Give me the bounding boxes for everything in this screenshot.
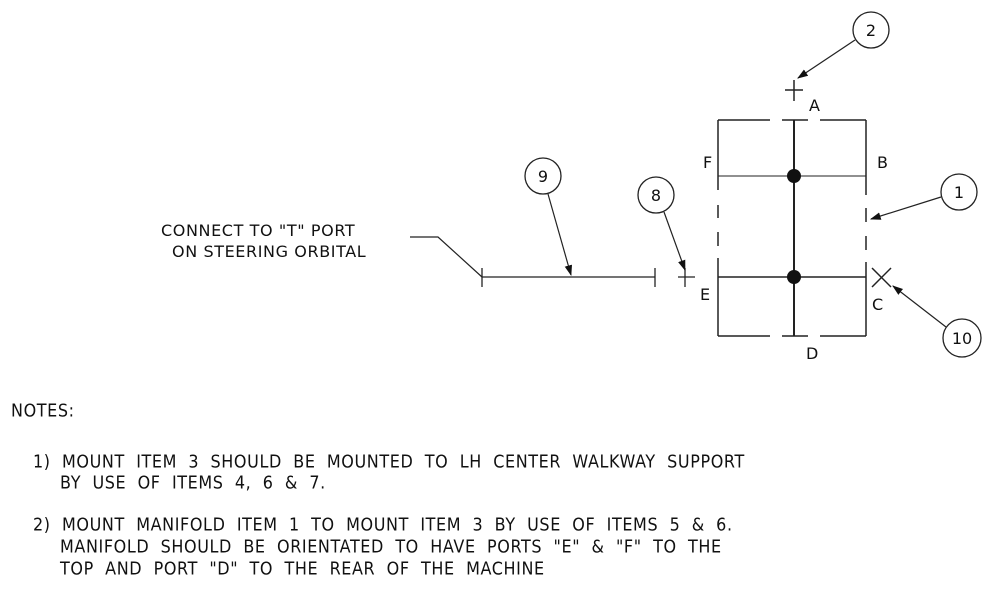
callout-line-2: ON STEERING ORBITAL xyxy=(172,242,366,261)
port-a-fitting xyxy=(785,80,803,101)
connect-callout-leader xyxy=(410,236,483,278)
leader-balloon-10 xyxy=(892,285,947,328)
svg-text:8: 8 xyxy=(651,186,661,205)
leader-balloon-2 xyxy=(797,39,856,79)
hose-line xyxy=(481,268,656,287)
passage-node-lower xyxy=(787,270,801,284)
adapter-fitting xyxy=(678,268,695,287)
balloon-1: 1 xyxy=(940,173,978,211)
svg-text:10: 10 xyxy=(952,329,972,348)
balloon-9: 9 xyxy=(524,157,562,195)
passage-node-upper xyxy=(787,169,801,183)
svg-text:1: 1 xyxy=(954,183,964,202)
balloon-2: 2 xyxy=(852,11,890,49)
svg-text:9: 9 xyxy=(538,167,548,186)
balloon-10: 10 xyxy=(942,318,982,358)
balloon-8: 8 xyxy=(637,176,675,214)
leader-balloon-8 xyxy=(663,211,686,272)
callout-line-1: CONNECT TO "T" PORT xyxy=(161,221,355,240)
port-label-a: A xyxy=(809,96,820,115)
leader-balloon-1 xyxy=(869,196,942,220)
svg-text:2: 2 xyxy=(866,21,876,40)
port-c-plug xyxy=(871,267,892,288)
port-label-c: C xyxy=(872,295,883,314)
port-label-f: F xyxy=(703,153,712,172)
port-label-b: B xyxy=(877,153,888,172)
port-label-d: D xyxy=(806,344,818,363)
port-label-e: E xyxy=(700,285,710,304)
manifold-block xyxy=(717,119,867,337)
leader-balloon-9 xyxy=(547,193,572,277)
